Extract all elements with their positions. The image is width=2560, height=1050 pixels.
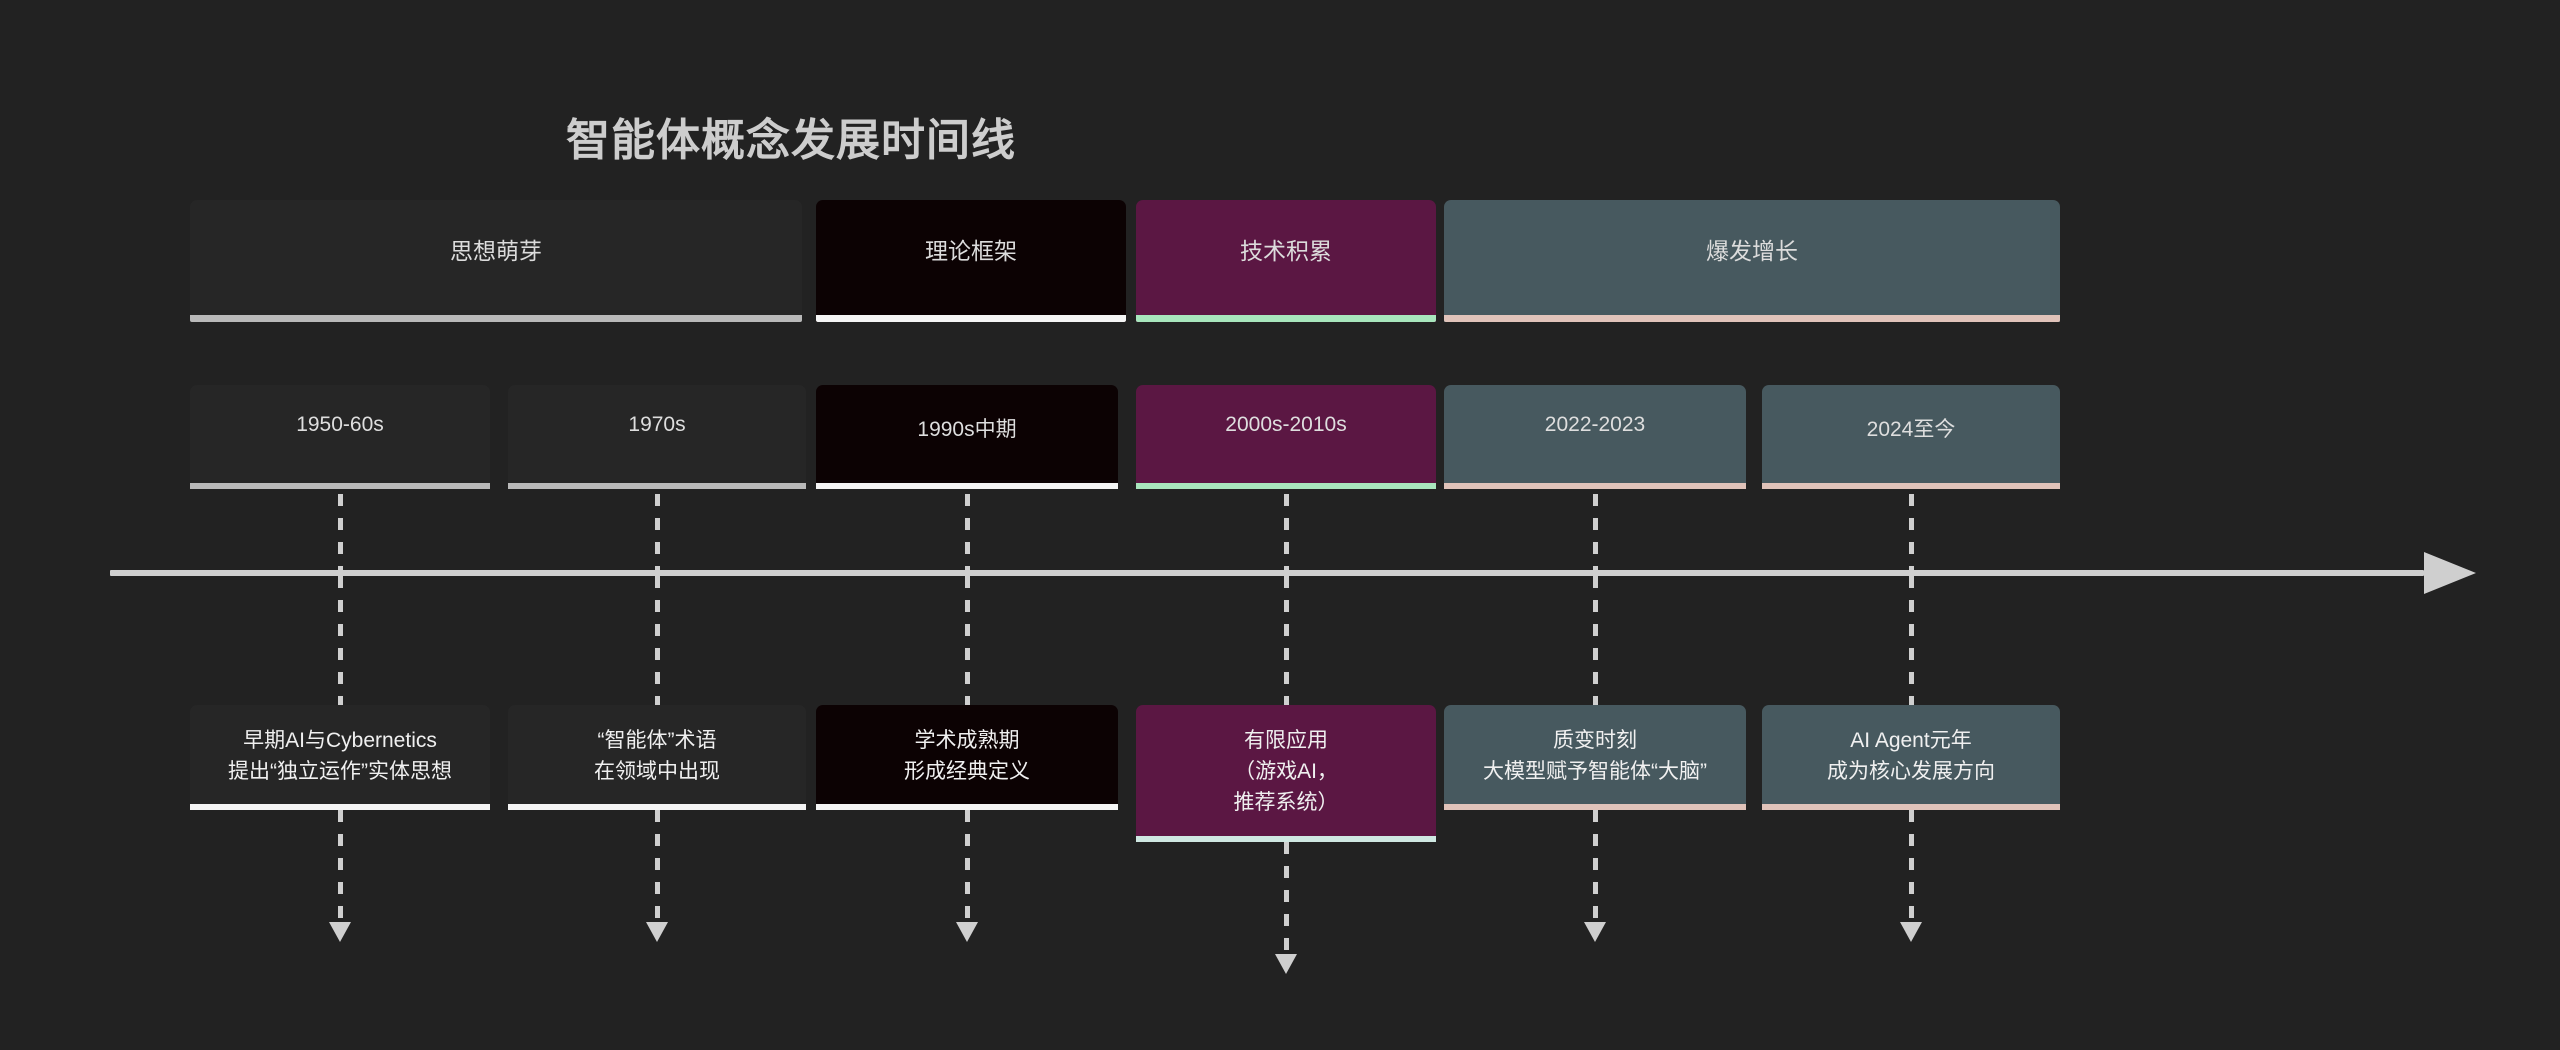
era-underline — [1136, 483, 1436, 489]
description-text: “智能体”术语 在领域中出现 — [594, 729, 720, 783]
connector-description-tail — [654, 810, 660, 918]
description-text: AI Agent元年 成为核心发展方向 — [1827, 729, 1995, 783]
phase-band[interactable]: 爆发增长 — [1444, 200, 2060, 322]
connector-era-to-axis — [654, 494, 660, 570]
connector-description-tail — [1283, 842, 1289, 950]
connector-era-to-axis — [337, 494, 343, 570]
phase-underline — [1444, 315, 2060, 322]
era-label: 1970s — [628, 413, 686, 436]
era-label: 2024至今 — [1866, 418, 1956, 441]
connector-arrow-head-icon — [1900, 922, 1922, 942]
description-underline — [1762, 804, 2060, 810]
era-underline — [1444, 483, 1746, 489]
phase-label: 爆发增长 — [1706, 238, 1798, 264]
era-underline — [1762, 483, 2060, 489]
connector-arrow-head-icon — [956, 922, 978, 942]
description-text: 早期AI与Cybernetics 提出“独立运作”实体思想 — [228, 729, 452, 783]
description-text: 学术成熟期 形成经典定义 — [904, 729, 1030, 783]
connector-axis-to-description — [1908, 576, 1914, 705]
description-box[interactable]: 早期AI与Cybernetics 提出“独立运作”实体思想 — [190, 705, 490, 810]
connector-description-tail — [337, 810, 343, 918]
era-box[interactable]: 1990s中期 — [816, 385, 1118, 489]
connector-description-tail — [964, 810, 970, 918]
connector-era-to-axis — [1283, 494, 1289, 570]
era-label: 1950-60s — [296, 413, 384, 436]
connector-axis-to-description — [964, 576, 970, 705]
connector-arrow-head-icon — [1584, 922, 1606, 942]
phase-underline — [1136, 315, 1436, 322]
connector-era-to-axis — [1908, 494, 1914, 570]
connector-axis-to-description — [1283, 576, 1289, 705]
connector-description-tail — [1592, 810, 1598, 918]
phase-band[interactable]: 技术积累 — [1136, 200, 1436, 322]
era-box[interactable]: 2000s-2010s — [1136, 385, 1436, 489]
era-underline — [816, 483, 1118, 489]
era-label: 2022-2023 — [1544, 413, 1646, 436]
connector-era-to-axis — [1592, 494, 1598, 570]
description-box[interactable]: AI Agent元年 成为核心发展方向 — [1762, 705, 2060, 810]
era-underline — [508, 483, 806, 489]
era-box[interactable]: 1970s — [508, 385, 806, 489]
connector-axis-to-description — [337, 576, 343, 705]
description-box[interactable]: 质变时刻 大模型赋予智能体“大脑” — [1444, 705, 1746, 810]
description-text: 有限应用 （游戏AI， 推荐系统） — [1233, 729, 1339, 814]
timeline-arrow-head-icon — [2424, 552, 2476, 594]
phase-label: 理论框架 — [925, 238, 1017, 264]
description-underline — [816, 804, 1118, 810]
description-underline — [190, 804, 490, 810]
description-underline — [1136, 836, 1436, 842]
description-underline — [1444, 804, 1746, 810]
description-box[interactable]: “智能体”术语 在领域中出现 — [508, 705, 806, 810]
description-underline — [508, 804, 806, 810]
phase-label: 思想萌芽 — [450, 238, 542, 264]
timeline-axis-line — [110, 570, 2424, 576]
page-title: 智能体概念发展时间线 — [566, 116, 1016, 165]
era-underline — [190, 483, 490, 489]
phase-underline — [190, 315, 802, 322]
phase-label: 技术积累 — [1240, 238, 1332, 264]
connector-arrow-head-icon — [329, 922, 351, 942]
connector-description-tail — [1908, 810, 1914, 918]
era-label: 1990s中期 — [917, 418, 1017, 441]
phase-band[interactable]: 理论框架 — [816, 200, 1126, 322]
connector-arrow-head-icon — [646, 922, 668, 942]
phase-band[interactable]: 思想萌芽 — [190, 200, 802, 322]
era-box[interactable]: 2024至今 — [1762, 385, 2060, 489]
connector-axis-to-description — [1592, 576, 1598, 705]
connector-arrow-head-icon — [1275, 954, 1297, 974]
era-label: 2000s-2010s — [1225, 413, 1347, 436]
description-text: 质变时刻 大模型赋予智能体“大脑” — [1483, 729, 1707, 783]
era-box[interactable]: 2022-2023 — [1444, 385, 1746, 489]
description-box[interactable]: 有限应用 （游戏AI， 推荐系统） — [1136, 705, 1436, 842]
phase-underline — [816, 315, 1126, 322]
era-box[interactable]: 1950-60s — [190, 385, 490, 489]
connector-axis-to-description — [654, 576, 660, 705]
description-box[interactable]: 学术成熟期 形成经典定义 — [816, 705, 1118, 810]
connector-era-to-axis — [964, 494, 970, 570]
